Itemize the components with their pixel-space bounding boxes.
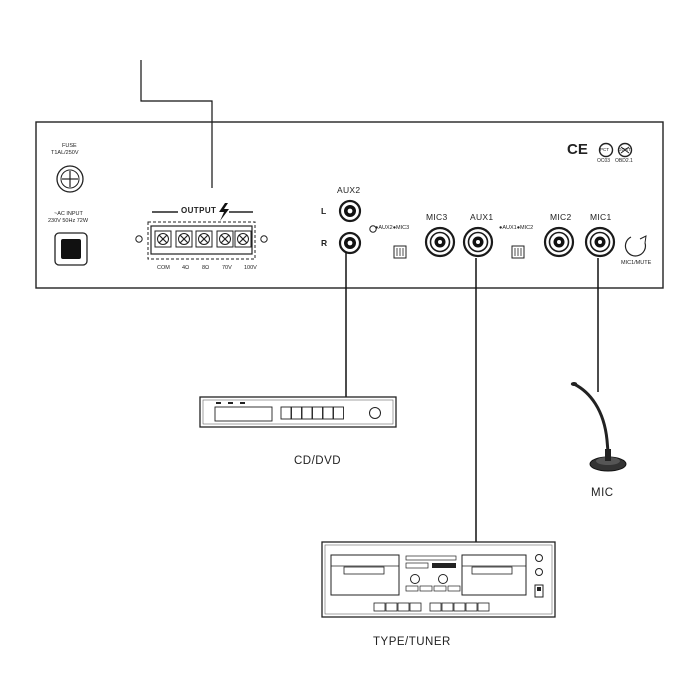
rear-panel — [35, 121, 664, 289]
ac-input-title: ~AC INPUT — [54, 211, 83, 217]
tape-button — [453, 602, 466, 612]
terminal-screws — [154, 230, 252, 248]
terminal-screw-3 — [195, 230, 213, 248]
lightning-icon — [219, 203, 229, 221]
fuse-title: FUSE — [62, 143, 77, 149]
ac-inlet-socket — [54, 232, 88, 266]
mic1-label: MIC1 — [590, 212, 612, 222]
aux2-label: AUX2 — [337, 185, 361, 195]
tape-button — [409, 602, 422, 612]
switch-label-aux2-mic3: ●AUX2●MIC3 — [375, 225, 410, 231]
mic2-combo-jack — [543, 226, 575, 258]
certification-marks — [598, 142, 633, 158]
pct-mark: PCT — [600, 147, 609, 152]
cert-code-oc03: OC03 — [597, 158, 611, 164]
cd-dvd-player — [199, 396, 397, 428]
tape-button — [373, 602, 386, 612]
cd-transport-buttons — [280, 406, 344, 420]
aux1-combo-jack — [462, 226, 494, 258]
tape-transport-buttons — [373, 585, 490, 612]
tape-button — [397, 602, 410, 612]
mic-label: MIC — [591, 487, 614, 499]
mic3-label: MIC3 — [426, 212, 448, 222]
tape-button — [441, 602, 454, 612]
tape-button — [465, 602, 478, 612]
output-heading: OUTPUT — [181, 206, 217, 215]
tape-small-button — [419, 585, 433, 592]
left-channel-label: L — [321, 206, 327, 216]
right-channel-label: R — [321, 238, 328, 248]
terminal-screw-5 — [234, 230, 252, 248]
gooseneck-microphone — [570, 382, 627, 472]
terminal-screw-1 — [154, 230, 172, 248]
gost-mark: GOST — [618, 147, 631, 152]
mic1-mute-knob — [624, 235, 647, 257]
cd-button — [280, 406, 292, 420]
cd-button — [322, 406, 334, 420]
mic2-label: MIC2 — [550, 212, 572, 222]
cd-button — [301, 406, 313, 420]
terminal-screw-2 — [175, 230, 193, 248]
tape-tuner-label: TYPE/TUNER — [373, 636, 451, 648]
terminal-screw-4 — [216, 230, 234, 248]
aux1-label: AUX1 — [470, 212, 494, 222]
cd-button — [312, 406, 323, 420]
tape-small-button — [433, 585, 447, 592]
tape-button — [477, 602, 490, 612]
switch-label-aux1-mic2: ●AUX1●MIC2 — [499, 225, 534, 231]
selector-switch-aux1-mic2 — [511, 245, 525, 259]
selector-switch-aux2-mic3 — [393, 245, 407, 259]
mic1-mute-label: MIC1/MUTE — [621, 260, 652, 266]
cd-button — [291, 406, 302, 420]
terminal-label-100v: 100V — [244, 265, 257, 271]
cd-dvd-label: CD/DVD — [294, 455, 342, 467]
mic3-combo-jack — [424, 226, 456, 258]
tape-small-button — [447, 585, 461, 592]
ce-mark: CE — [567, 141, 588, 158]
tape-small-button — [405, 585, 419, 592]
mic1-combo-jack — [584, 226, 616, 258]
fuse-holder — [56, 165, 84, 193]
fuse-rating: T1AL/250V — [51, 150, 79, 156]
terminal-label-70v: 70V — [222, 265, 232, 271]
ac-input-rating: 230V 50Hz 72W — [48, 218, 89, 224]
combo-jacks — [424, 226, 616, 258]
cert-code-obd: OBD2.1 — [615, 158, 633, 164]
cables — [345, 252, 599, 542]
terminal-label-4ohm: 4Ω — [182, 265, 190, 271]
tape-button — [429, 602, 442, 612]
terminal-label-com: COM — [157, 265, 170, 271]
aux2-jacks — [338, 199, 377, 255]
tape-button — [385, 602, 398, 612]
speaker-cable — [140, 60, 213, 188]
tape-tuner-deck — [321, 541, 556, 618]
terminal-label-8ohm: 8Ω — [202, 265, 210, 271]
cd-button — [333, 406, 344, 420]
